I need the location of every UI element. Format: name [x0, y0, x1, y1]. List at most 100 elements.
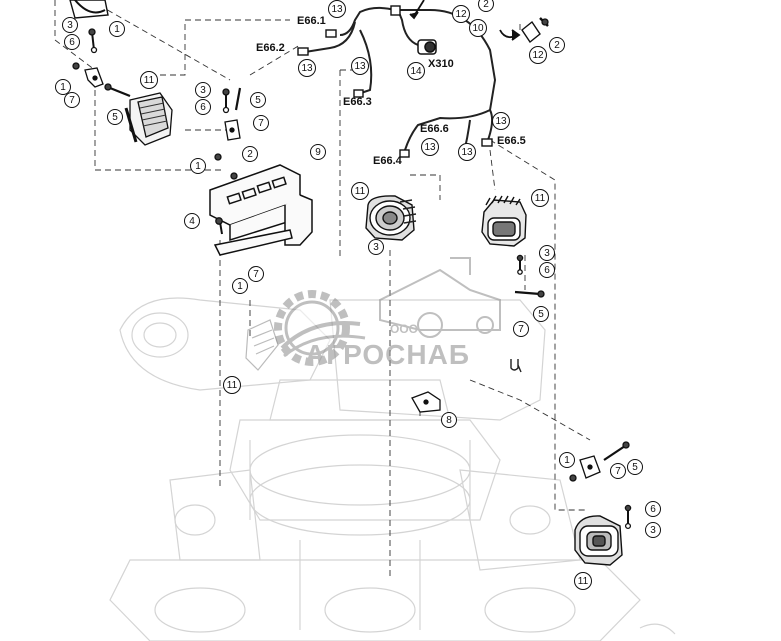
- callout-circle: [62, 17, 78, 33]
- callout-circle: [610, 463, 626, 479]
- callout-number: 5: [112, 112, 118, 123]
- callout-circle: [223, 376, 241, 394]
- callout-number: 13: [301, 63, 313, 74]
- callout-14: 14: [407, 62, 425, 80]
- callout-circle: [55, 79, 71, 95]
- callout-7: 7: [64, 92, 80, 108]
- callout-number: 11: [355, 186, 366, 197]
- callout-1: 1: [232, 278, 248, 294]
- work-light-right: [481, 195, 527, 247]
- connector-label-e66-6: E66.6: [420, 123, 449, 135]
- callout-5: 5: [533, 306, 549, 322]
- wiring-harness-connectors: [297, 5, 493, 158]
- callout-circle: [513, 321, 529, 337]
- callout-3: 3: [645, 522, 661, 538]
- bracket-7-left: [84, 67, 241, 141]
- callout-number: 11: [535, 193, 546, 204]
- callout-6: 6: [195, 99, 211, 115]
- callout-11: 11: [140, 71, 158, 89]
- callout-circle: [328, 0, 346, 18]
- callout-number: 12: [455, 9, 467, 20]
- callout-circle: [64, 34, 80, 50]
- connector-x310: [417, 39, 437, 55]
- callout-7: 7: [248, 266, 264, 282]
- connector-label-x310: X310: [428, 58, 454, 70]
- mounting-bracket-9: [209, 164, 313, 256]
- callout-1: 1: [190, 158, 206, 174]
- connector-label-e66-3: E66.3: [343, 96, 372, 108]
- callout-circle: [574, 572, 592, 590]
- callout-circle: [368, 239, 384, 255]
- callout-circle: [184, 213, 200, 229]
- callout-7: 7: [253, 115, 269, 131]
- callout-number: 13: [331, 4, 343, 15]
- callout-circle: [539, 262, 555, 278]
- callout-circle: [107, 109, 123, 125]
- callout-1: 1: [559, 452, 575, 468]
- callout-number: 3: [200, 85, 206, 96]
- bracket-7-right: [579, 455, 601, 479]
- callout-2: 2: [242, 146, 258, 162]
- callout-11: 11: [351, 182, 369, 200]
- callout-13: 13: [351, 57, 369, 75]
- callout-number: 13: [495, 116, 507, 127]
- callout-circle: [64, 92, 80, 108]
- callout-circle: [407, 62, 425, 80]
- callout-circle: [310, 144, 326, 160]
- callout-number: 1: [564, 455, 570, 466]
- callout-circle: [298, 59, 316, 77]
- callout-number: 7: [69, 95, 75, 106]
- callout-number: 10: [472, 23, 484, 34]
- work-light-left: [124, 92, 173, 146]
- background-axle-housing: [109, 297, 676, 641]
- callout-number: 11: [144, 75, 155, 86]
- watermark-gear-icon: [274, 290, 366, 366]
- callout-circle: [421, 138, 439, 156]
- connector-label-e66-5: E66.5: [497, 135, 526, 147]
- connector-label-e66-2: E66.2: [256, 42, 285, 54]
- callout-circle: [492, 112, 510, 130]
- callout-circle: [190, 158, 206, 174]
- work-light-top-left: [69, 0, 109, 19]
- callout-number: 4: [189, 216, 195, 227]
- callout-circle: [351, 57, 369, 75]
- callout-number: 3: [373, 242, 379, 253]
- callout-number: 6: [544, 265, 550, 276]
- callout-circle: [531, 189, 549, 207]
- callout-circle: [253, 115, 269, 131]
- callout-circle: [539, 245, 555, 261]
- callout-number: 7: [253, 269, 259, 280]
- callout-number: 11: [578, 576, 589, 587]
- callout-circle: [351, 182, 369, 200]
- callout-circle: [529, 46, 547, 64]
- callout-number: 1: [195, 161, 201, 172]
- fasteners: [72, 18, 632, 530]
- work-light-bottom-right: [574, 515, 623, 566]
- callout-number: 9: [315, 147, 321, 158]
- callout-number: 1: [114, 24, 120, 35]
- callout-number: 3: [544, 248, 550, 259]
- callout-number: 13: [461, 147, 473, 158]
- callout-4: 4: [184, 213, 200, 229]
- callout-circle: [559, 452, 575, 468]
- callout-circle: [232, 278, 248, 294]
- callout-number: 1: [60, 82, 66, 93]
- work-light-faded-left: [245, 319, 279, 371]
- callout-circle: [645, 522, 661, 538]
- callout-7: 7: [610, 463, 626, 479]
- callout-number: 8: [446, 415, 452, 426]
- bracket-8: [411, 391, 441, 413]
- watermark-harvester-icon: [379, 257, 501, 338]
- work-light-center: [365, 195, 417, 241]
- callout-13: 13: [421, 138, 439, 156]
- callout-6: 6: [64, 34, 80, 50]
- callout-10: 10: [469, 19, 487, 37]
- callout-8: 8: [441, 412, 457, 428]
- callout-13: 13: [492, 112, 510, 130]
- callout-12: 12: [529, 46, 547, 64]
- callout-number: 7: [258, 118, 264, 129]
- callout-3: 3: [195, 82, 211, 98]
- callout-number: 11: [227, 380, 238, 391]
